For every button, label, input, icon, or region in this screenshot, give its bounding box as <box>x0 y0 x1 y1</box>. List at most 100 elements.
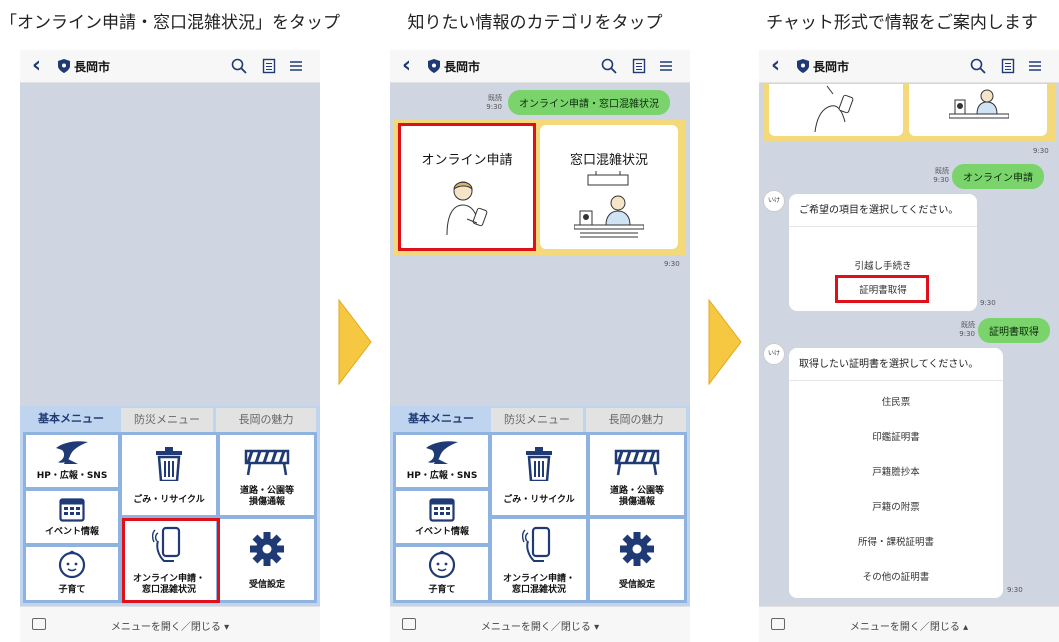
notes-icon[interactable] <box>261 58 277 74</box>
option-income-tax[interactable]: 所得・課税証明書 <box>857 537 934 548</box>
option-juminhyo[interactable]: 住民票 <box>881 397 911 408</box>
menu-receive-settings[interactable]: 受信設定 <box>590 519 684 600</box>
bottom-bar: メニューを開く／閉じる ▴ <box>759 606 1059 642</box>
menu-gomi-recycle[interactable]: ごみ・リサイクル <box>122 435 216 515</box>
hamburger-menu-icon[interactable] <box>288 58 304 74</box>
gear-icon <box>620 532 654 566</box>
tab-basic-menu[interactable]: 基本メニュー <box>394 406 488 432</box>
card-online-application[interactable]: オンライン申請 <box>400 125 534 249</box>
menu-gomi-recycle[interactable]: ごみ・リサイクル <box>492 435 586 515</box>
hamburger-menu-icon[interactable] <box>658 58 674 74</box>
card-window-congestion[interactable] <box>909 84 1047 136</box>
search-icon[interactable] <box>601 58 617 74</box>
menu-road-park-report[interactable]: 道路・公園等 損傷通報 <box>220 435 314 515</box>
menu-online-application[interactable]: オンライン申請・ 窓口混雑状況 <box>122 519 216 600</box>
menu-event-info[interactable]: イベント情報 <box>396 491 488 543</box>
question-card-2: 取得したい証明書を選択してください。 住民票 印鑑証明書 戸籍謄抄本 戸籍の附票… <box>789 348 1003 598</box>
tab-nagaoka-charm[interactable]: 長岡の魅力 <box>586 408 686 432</box>
menu-event-info[interactable]: イベント情報 <box>26 491 118 543</box>
back-arrow-icon[interactable]: ‹ <box>32 53 42 78</box>
step-2-title: 知りたい情報のカテゴリをタップ <box>407 13 663 33</box>
card-window-congestion[interactable]: 窓口混雑状況 <box>540 125 678 249</box>
next-step-arrow-icon <box>708 298 742 386</box>
menu-toggle-button[interactable]: メニューを開く／閉じる ▾ <box>110 622 230 633</box>
menu-road-park-report[interactable]: 道路・公園等 損傷通報 <box>590 435 684 515</box>
account-name: 長岡市 <box>444 60 481 74</box>
menu-hp-sns-label: HP・広報・SNS <box>406 471 478 481</box>
menu-gomi-label: ごみ・リサイクル <box>503 495 575 505</box>
notes-icon[interactable] <box>1000 58 1016 74</box>
question-card-1: ご希望の項目を選択してください。 引越し手続き 証明書取得 <box>789 194 977 311</box>
message-time: 9:30 <box>1007 586 1023 594</box>
menu-settings-label: 受信設定 <box>248 580 285 590</box>
shield-icon <box>58 59 70 73</box>
menu-gomi-label: ごみ・リサイクル <box>133 495 205 505</box>
search-icon[interactable] <box>970 58 986 74</box>
tab-nagaoka-charm[interactable]: 長岡の魅力 <box>216 408 316 432</box>
bird-logo-icon <box>426 441 458 464</box>
menu-settings-label: 受信設定 <box>618 580 655 590</box>
option-moving[interactable]: 引越し手続き <box>854 261 912 272</box>
card-online-application[interactable] <box>769 84 903 136</box>
person-smartphone-illustration <box>814 85 854 132</box>
tab-disaster-menu[interactable]: 防災メニュー <box>491 408 583 432</box>
back-arrow-icon[interactable]: ‹ <box>771 53 781 78</box>
menu-online-application[interactable]: オンライン申請・ 窓口混雑状況 <box>492 519 586 600</box>
menu-road-label-2: 損傷通報 <box>248 497 285 507</box>
back-arrow-icon[interactable]: ‹ <box>402 53 412 78</box>
menu-online-label-2: 窓口混雑状況 <box>141 585 196 595</box>
trash-can-icon <box>156 447 182 481</box>
option-fuhyo[interactable]: 戸籍の附票 <box>872 502 920 513</box>
message-time: 9:30 <box>980 299 996 307</box>
keyboard-icon[interactable] <box>402 618 416 630</box>
smartphone-hand-icon <box>522 526 551 562</box>
menu-childcare[interactable]: 子育て <box>396 547 488 600</box>
user-message-certificate: 証明書取得 <box>978 318 1050 343</box>
smartphone-hand-icon <box>152 526 181 562</box>
calendar-icon <box>59 498 85 522</box>
tab-basic-menu[interactable]: 基本メニュー <box>24 406 118 432</box>
option-certificate[interactable]: 証明書取得 <box>859 285 907 296</box>
bot-avatar: いけ <box>763 343 785 365</box>
card-online-title: オンライン申請 <box>421 153 513 168</box>
user-message-online: オンライン申請 <box>952 164 1044 189</box>
card-window-title: 窓口混雑状況 <box>569 153 648 168</box>
shield-icon <box>797 59 809 73</box>
trash-can-icon <box>526 447 552 481</box>
highlight-online-application <box>122 518 220 603</box>
menu-toggle-button[interactable]: メニューを開く／閉じる ▴ <box>849 622 969 633</box>
menu-receive-settings[interactable]: 受信設定 <box>220 519 314 600</box>
keyboard-icon[interactable] <box>32 618 46 630</box>
menu-toggle-button[interactable]: メニューを開く／閉じる ▾ <box>480 622 600 633</box>
baby-face-icon <box>428 550 456 579</box>
highlight-certificate-option <box>835 275 929 303</box>
menu-hp-sns[interactable]: HP・広報・SNS <box>396 435 488 487</box>
hamburger-menu-icon[interactable] <box>1027 58 1043 74</box>
chat-header: ‹ 長岡市 <box>759 50 1059 83</box>
keyboard-icon[interactable] <box>771 618 785 630</box>
question-1-text: ご希望の項目を選択してください。 <box>789 194 977 227</box>
menu-event-label: イベント情報 <box>44 527 99 537</box>
tab-disaster-menu[interactable]: 防災メニュー <box>121 408 213 432</box>
search-icon[interactable] <box>231 58 247 74</box>
calendar-icon <box>429 498 455 522</box>
option-inkan[interactable]: 印鑑証明書 <box>872 432 920 443</box>
account-name: 長岡市 <box>74 60 111 74</box>
rich-menu: 基本メニュー 防災メニュー 長岡の魅力 HP・広報・SNS ごみ・リサイクル 道… <box>20 406 320 606</box>
question-2-text: 取得したい証明書を選択してください。 <box>789 348 1003 381</box>
menu-hp-sns[interactable]: HP・広報・SNS <box>26 435 118 487</box>
category-carousel: オンライン申請 窓口混雑状況 <box>394 119 686 255</box>
notes-icon[interactable] <box>631 58 647 74</box>
menu-childcare[interactable]: 子育て <box>26 547 118 600</box>
chat-header: ‹ 長岡市 <box>20 50 320 83</box>
menu-childcare-label: 子育て <box>58 585 86 595</box>
menu-online-label-1: オンライン申請・ <box>502 574 575 584</box>
option-other-certificates[interactable]: その他の証明書 <box>862 572 930 583</box>
menu-road-label-1: 道路・公園等 <box>239 486 294 496</box>
option-koseki[interactable]: 戸籍謄抄本 <box>872 467 920 478</box>
